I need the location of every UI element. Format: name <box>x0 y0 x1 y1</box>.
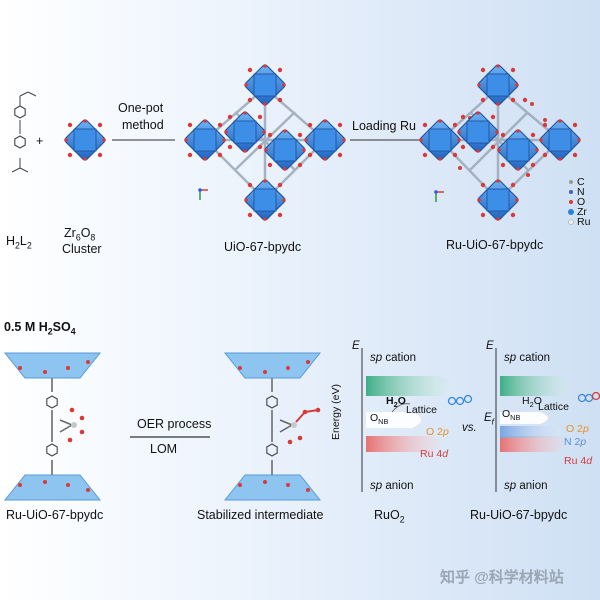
legend-zr: Zr <box>577 206 587 218</box>
band1-onb: ONB <box>370 412 389 427</box>
linker-left <box>3 352 102 501</box>
band-diagram-ruo2 <box>361 348 473 492</box>
linker-intermediate <box>223 352 322 501</box>
band1-sp-anion: sp anion <box>370 480 414 492</box>
legend-c: C <box>577 176 585 188</box>
step1-line1: One-pot <box>118 101 164 115</box>
uio67-framework <box>183 63 347 222</box>
legend-n: N <box>577 186 585 198</box>
legend-ru: Ru <box>577 216 591 228</box>
band2-sp-cation: sp cation <box>504 352 551 364</box>
band2-onb: ONB <box>502 408 521 423</box>
band2-h2o: H2O <box>522 395 542 410</box>
band1-sp-cation: sp cation <box>370 352 417 364</box>
axis-triad-2 <box>434 190 444 202</box>
step1-line2: method <box>122 118 164 132</box>
step2-label: Loading Ru <box>352 119 416 133</box>
band2-ru4d: Ru 4d <box>564 455 593 467</box>
ligand-structures <box>11 91 37 173</box>
band2-ef: Ef <box>484 412 494 427</box>
band2-sp-anion: sp anion <box>504 480 548 492</box>
product2-label: Ru-UiO-67-bpydc <box>446 238 544 252</box>
intermediate-label: Stabilized intermediate <box>197 508 324 522</box>
vs-label: vs. <box>462 422 477 434</box>
band2-lattice: Lattice <box>538 401 569 413</box>
band2-caption: Ru-UiO-67-bpydc <box>470 508 568 522</box>
band2-n2p: N 2p <box>564 436 587 448</box>
legend-o: O <box>577 196 586 208</box>
band1-axis-e: E <box>352 340 360 352</box>
zr6o8-cluster <box>63 118 107 162</box>
cluster-formula: Zr6O8 <box>64 226 96 243</box>
band1-caption: RuO2 <box>374 508 405 525</box>
arrow-top-label: OER process <box>137 417 212 431</box>
band2-axis-e: E <box>486 340 494 352</box>
ru-uio67-framework <box>418 63 582 222</box>
axis-triad-1 <box>198 188 208 200</box>
band1-h2o: H2O <box>386 395 406 410</box>
element-legend-markers <box>568 180 574 225</box>
condition-label: 0.5 M H2SO4 <box>4 320 76 337</box>
watermark: 知乎 @科学材料站 <box>440 569 564 586</box>
band1-o2p: O 2p <box>426 426 449 438</box>
band1-lattice: Lattice <box>406 404 437 416</box>
band1-ru4d: Ru 4d <box>420 448 449 460</box>
left-structure-label: Ru-UiO-67-bpydc <box>6 508 104 522</box>
band1-ylabel: Energy (eV) <box>330 383 342 440</box>
product1-label: UiO-67-bpydc <box>224 240 302 254</box>
arrow-bottom-label: LOM <box>150 442 178 456</box>
ligand-label: H2L2 <box>6 234 32 251</box>
band2-o2p: O 2p <box>566 423 589 435</box>
plus-sign: + <box>36 134 44 148</box>
cluster-caption: Cluster <box>62 242 102 256</box>
